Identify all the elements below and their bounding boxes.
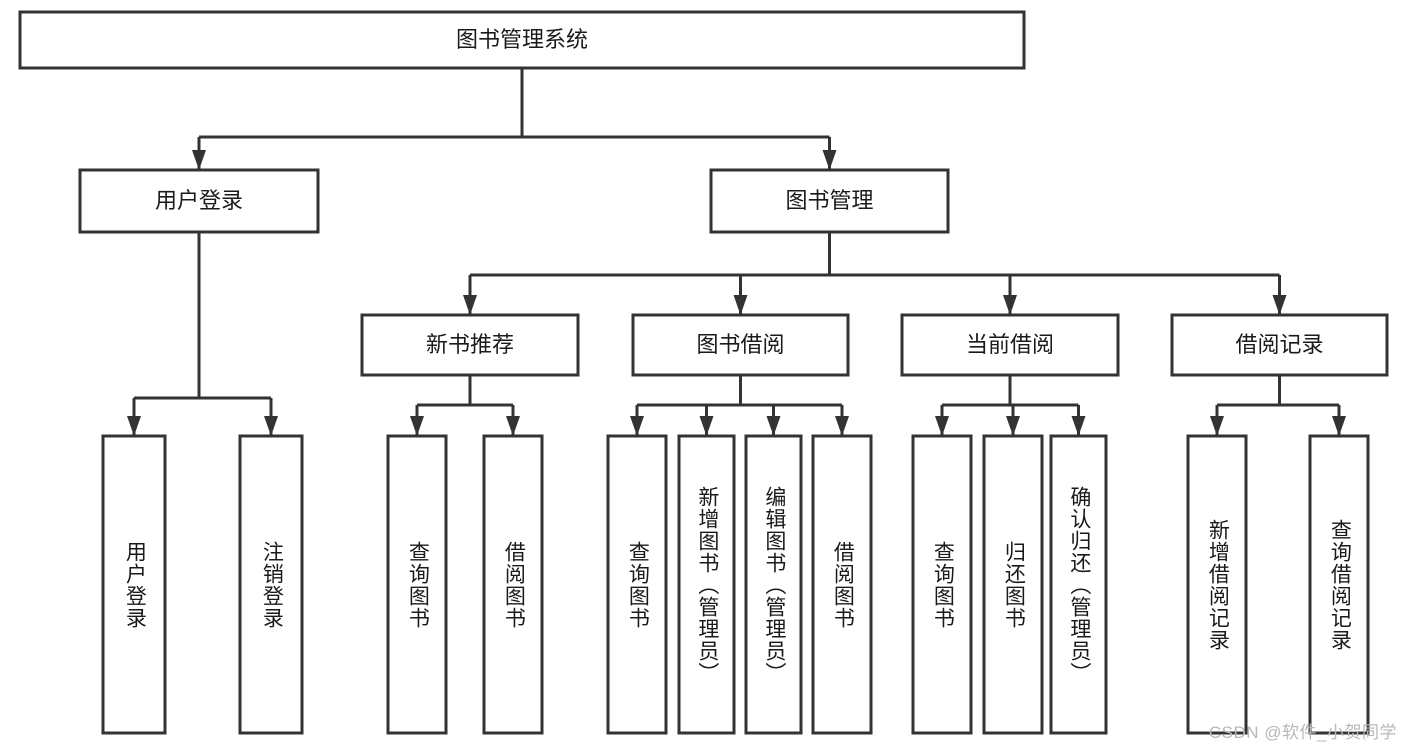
arrow-head-icon <box>835 416 849 436</box>
conn-newbook-to-leaves <box>410 375 520 436</box>
node-box-leaf-borrow-book-1[interactable] <box>482 434 544 735</box>
node-box-current-borrow[interactable] <box>900 313 1120 377</box>
node-box-user-login[interactable] <box>78 168 320 234</box>
node-box-leaf-logout-login[interactable] <box>238 434 304 735</box>
arrow-head-icon <box>463 295 477 315</box>
node-label-book-management: 图书管理 <box>785 188 873 213</box>
arrow-head-icon <box>699 416 714 436</box>
arrow-head-icon <box>1003 295 1017 315</box>
conn-currentborrow-to-leaves <box>935 375 1086 436</box>
node-box-leaf-user-login[interactable] <box>101 434 167 735</box>
arrow-head-icon <box>506 416 520 436</box>
node-box-new-book-recommend[interactable] <box>360 313 580 377</box>
node-box-book-management[interactable] <box>709 168 950 234</box>
arrow-head-icon <box>192 150 206 170</box>
arrow-head-icon <box>1272 295 1287 315</box>
node-box-root[interactable] <box>18 10 1026 70</box>
node-box-leaf-query-book-3[interactable] <box>911 434 973 735</box>
node-box-book-borrow[interactable] <box>631 313 850 377</box>
node-label-book-borrow: 图书借阅 <box>696 332 784 357</box>
node-box-leaf-query-book-2[interactable] <box>606 434 668 735</box>
arrow-head-icon <box>264 416 278 436</box>
node-label-new-book-recommend: 新书推荐 <box>426 332 514 357</box>
node-label-borrow-records: 借阅记录 <box>1235 332 1323 357</box>
arrow-head-icon <box>1006 416 1020 436</box>
arrow-head-icon <box>410 416 424 436</box>
arrow-head-icon <box>1071 416 1086 436</box>
connector-edges <box>127 68 1346 436</box>
node-label-current-borrow: 当前借阅 <box>966 332 1054 357</box>
node-box-leaf-query-book-1[interactable] <box>386 434 448 735</box>
conn-bookborrow-to-leaves <box>630 375 849 436</box>
node-box-leaf-add-borrow-record[interactable] <box>1186 434 1248 735</box>
node-boxes <box>18 10 1389 735</box>
node-box-leaf-confirm-return-admin[interactable] <box>1049 434 1108 735</box>
arrow-head-icon <box>630 416 644 436</box>
node-box-leaf-borrow-book-2[interactable] <box>811 434 873 735</box>
arrow-head-icon <box>935 416 949 436</box>
node-box-leaf-query-borrow-record[interactable] <box>1308 434 1370 735</box>
node-box-leaf-edit-book-admin[interactable] <box>744 434 803 735</box>
conn-borrowrecords-to-leaves <box>1210 375 1346 436</box>
arrow-head-icon <box>766 416 781 436</box>
arrow-head-icon <box>1210 416 1224 436</box>
node-label-root: 图书管理系统 <box>456 27 588 52</box>
node-box-borrow-records[interactable] <box>1170 313 1389 377</box>
conn-root-to-level2 <box>192 68 837 170</box>
csdn-watermark: CSDN @软件_小贺同学 <box>1208 723 1397 742</box>
node-box-leaf-return-book[interactable] <box>982 434 1044 735</box>
arrow-head-icon <box>733 295 748 315</box>
node-label-user-login: 用户登录 <box>155 188 243 213</box>
node-box-leaf-add-book-admin[interactable] <box>677 434 736 735</box>
arrow-head-icon <box>1332 416 1346 436</box>
arrow-head-icon <box>822 150 837 170</box>
arrow-head-icon <box>127 416 141 436</box>
conn-bookmgmt-to-level3 <box>463 232 1287 315</box>
conn-userlogin-to-leaves <box>127 232 278 436</box>
